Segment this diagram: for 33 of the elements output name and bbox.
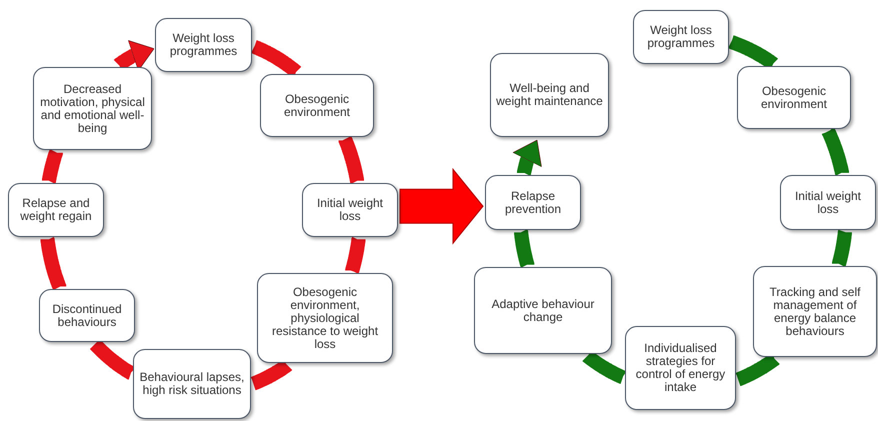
process-box bbox=[257, 273, 393, 363]
process-box bbox=[39, 289, 135, 342]
box-label: Obesogenic environment bbox=[760, 84, 828, 110]
process-box bbox=[302, 183, 398, 237]
process-box bbox=[753, 266, 877, 357]
box-label: Relapse prevention bbox=[504, 190, 562, 216]
process-box bbox=[485, 175, 581, 230]
process-box bbox=[737, 66, 851, 129]
box-label: Weight loss programmes bbox=[168, 32, 238, 58]
box-label: Obesogenic environment, physiological resistance to weight loss bbox=[270, 286, 380, 350]
process-box bbox=[490, 53, 609, 137]
process-box bbox=[625, 326, 736, 410]
box-label: Decreased motivation, physical and emotional well-being bbox=[39, 82, 146, 134]
process-box bbox=[33, 67, 152, 150]
box-label: Individualised strategies for control of energy intake bbox=[634, 342, 726, 394]
box-label: Initial weight loss bbox=[316, 197, 384, 223]
process-box bbox=[8, 183, 104, 237]
box-label: Adaptive behaviour change bbox=[490, 298, 596, 324]
box-label: Obesogenic environment bbox=[282, 92, 352, 118]
process-box bbox=[780, 175, 876, 230]
process-box bbox=[474, 267, 612, 354]
process-box bbox=[260, 74, 374, 137]
process-box bbox=[155, 18, 252, 72]
box-label: Initial weight loss bbox=[794, 190, 862, 216]
box-label: Tracking and self management of energy balance behaviours bbox=[768, 286, 862, 338]
box-label: Behavioural lapses, high risk situations bbox=[138, 371, 246, 397]
process-box bbox=[633, 10, 729, 64]
box-label: Weight loss programmes bbox=[646, 24, 716, 50]
block-arrow bbox=[400, 168, 484, 245]
box-label: Discontinued behaviours bbox=[51, 302, 123, 328]
box-label: Well-being and weight maintenance bbox=[495, 82, 604, 108]
process-box bbox=[133, 349, 251, 419]
box-label: Relapse and weight regain bbox=[19, 197, 93, 223]
